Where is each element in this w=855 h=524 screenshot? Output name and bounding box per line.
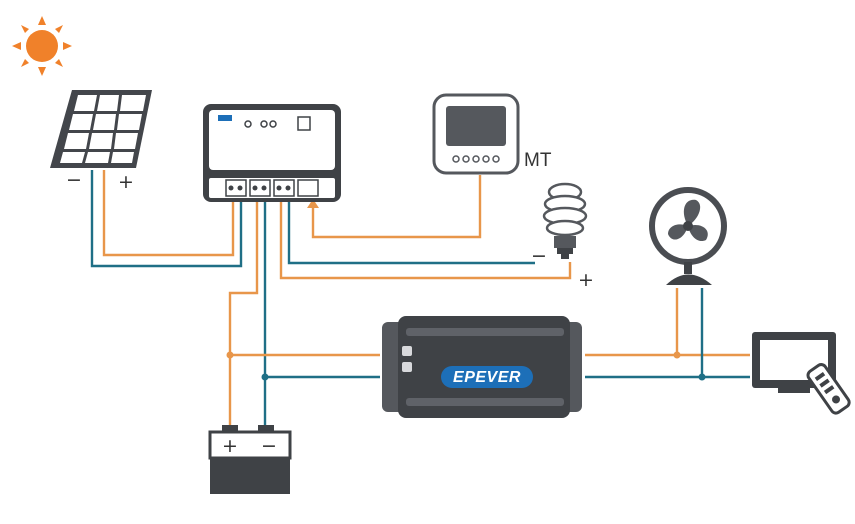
- status-led: [260, 120, 268, 128]
- status-led: [269, 120, 277, 128]
- meter-label: MT: [524, 150, 552, 171]
- battery-icon: [208, 425, 292, 494]
- panel-positive-sign: +: [118, 171, 134, 193]
- sun-icon: [12, 16, 72, 76]
- inverter-brand-badge: [441, 366, 533, 388]
- controller-logo: [218, 115, 232, 121]
- wire-panel-negative: [90, 170, 243, 268]
- remote-meter-icon: [432, 93, 520, 175]
- junction-dot: [698, 373, 706, 381]
- wire-lamp-negative: [287, 200, 535, 265]
- inverter-icon: [382, 316, 582, 418]
- charge-controller-icon: [203, 104, 341, 202]
- solar-panel-icon: [50, 90, 152, 168]
- wire-meter-cable: [311, 175, 482, 239]
- inverter-brand-label: EPEVER: [453, 369, 521, 386]
- status-led: [244, 120, 252, 128]
- lamp-positive-sign: +: [578, 269, 594, 291]
- wire-lamp-positive: [279, 200, 572, 280]
- battery-positive-sign: +: [222, 435, 238, 457]
- controller-port: [297, 116, 311, 131]
- wiring: [90, 170, 750, 425]
- remote-control-icon: [806, 363, 851, 415]
- light-bulb-icon: [542, 182, 588, 259]
- junction-dot: [261, 373, 269, 381]
- wire-panel-positive: [102, 170, 235, 257]
- panel-negative-sign: −: [66, 169, 82, 191]
- junction-dot: [673, 351, 681, 359]
- lamp-negative-sign: −: [531, 245, 547, 267]
- battery-negative-sign: −: [261, 435, 277, 457]
- junction-dot: [226, 351, 234, 359]
- terminal-block: [225, 179, 319, 197]
- fan-icon: [649, 187, 727, 285]
- meter-cable-arrow: [307, 199, 319, 208]
- wire-battery-positive: [228, 200, 259, 425]
